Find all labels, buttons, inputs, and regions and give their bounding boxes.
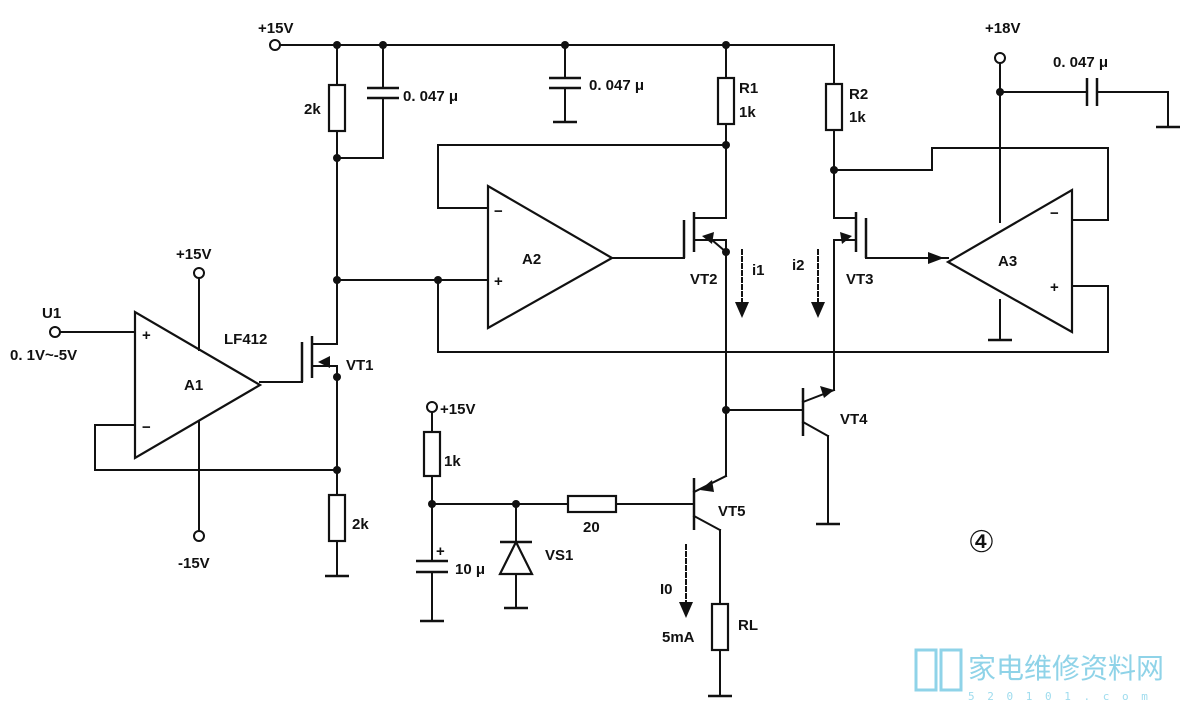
cap-10u-label: 10 μ: [455, 561, 485, 578]
i1-label: i1: [752, 262, 765, 279]
resistor-rl: [710, 602, 730, 652]
a1-minus: −: [142, 419, 151, 436]
v15-top-terminal: [269, 39, 281, 51]
r1-label: R1: [739, 80, 758, 97]
vt1-label: VT1: [346, 357, 374, 374]
a2-minus: −: [494, 203, 503, 220]
u1-label: U1: [42, 305, 61, 322]
resistor-2k-top: [327, 83, 347, 133]
resistor-2k-bottom: [327, 493, 347, 543]
a1-vneg-label: -15V: [178, 555, 210, 572]
r-1k-label: 1k: [444, 453, 461, 470]
cap-a-label: 0. 047 μ: [403, 88, 458, 105]
resistor-r1: [716, 76, 736, 126]
vt4-label: VT4: [840, 411, 868, 428]
rl-label: RL: [738, 617, 758, 634]
r1-value: 1k: [739, 104, 756, 121]
vt2-label: VT2: [690, 271, 718, 288]
figure-number: ④: [968, 525, 995, 560]
r2-label: R2: [849, 86, 868, 103]
u1-range-label: 0. 1V~-5V: [10, 347, 77, 364]
cap-c-label: 0. 047 μ: [1053, 54, 1108, 71]
cap-10u-plus: +: [436, 543, 445, 560]
r-2k-top-label: 2k: [304, 101, 321, 118]
vt5-label: VT5: [718, 503, 746, 520]
zener-vs1: [498, 539, 534, 576]
top-supply-rail: [269, 39, 835, 51]
watermark-url: 5 2 0 1 0 1 . c o m: [968, 690, 1151, 703]
r20-label: 20: [583, 519, 600, 536]
v15-mid-label: +15V: [440, 401, 475, 418]
a1-label: A1: [184, 377, 203, 394]
io-value: 5mA: [662, 629, 695, 646]
r-2k-bottom-label: 2k: [352, 516, 369, 533]
a1-plus: +: [142, 327, 151, 344]
vs1-label: VS1: [545, 547, 573, 564]
r2-value: 1k: [849, 109, 866, 126]
u1-terminal: [49, 326, 61, 338]
io-label: I0: [660, 581, 673, 598]
lf412-label: LF412: [224, 331, 267, 348]
resistor-1k: [422, 430, 442, 478]
v18-label: +18V: [985, 20, 1020, 37]
mosfet-vt1: [300, 157, 341, 496]
watermark-logo: [914, 648, 963, 692]
a3-label: A3: [998, 253, 1017, 270]
a1-vpos-label: +15V: [176, 246, 211, 263]
resistor-r2: [824, 82, 844, 132]
watermark: 家电维修资料网 5 2 0 1 0 1 . c o m: [914, 648, 1164, 703]
a2-label: A2: [522, 251, 541, 268]
vt3-label: VT3: [846, 271, 874, 288]
mosfet-vt2: [682, 144, 730, 411]
opamp-a1: [133, 310, 263, 460]
opamp-a2: [486, 184, 615, 330]
v18-terminal: [994, 52, 1006, 64]
a3-minus: −: [1050, 205, 1059, 222]
i2-label: i2: [792, 257, 805, 274]
watermark-cn: 家电维修资料网: [968, 652, 1164, 685]
resistor-20: [566, 494, 618, 514]
a3-plus: +: [1050, 279, 1059, 296]
a2-plus: +: [494, 273, 503, 290]
opamp-a3: [945, 188, 1074, 334]
cap-b-label: 0. 047 μ: [589, 77, 644, 94]
v15-top-label: +15V: [258, 20, 293, 37]
mosfet-vt3: [833, 169, 868, 391]
